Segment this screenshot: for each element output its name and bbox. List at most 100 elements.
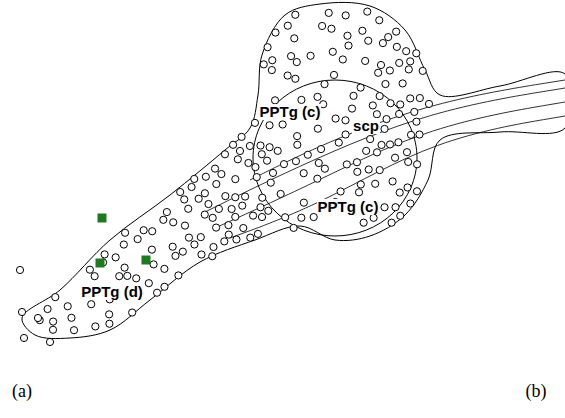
cell-circle (86, 266, 93, 273)
cell-circle (230, 141, 237, 148)
cell-circle (300, 170, 307, 177)
cell-circle (185, 205, 192, 212)
cell-circle (140, 227, 147, 234)
cell-circle (116, 273, 123, 280)
cell-circle (364, 8, 371, 15)
cell-circle (210, 243, 217, 250)
cell-circle (317, 145, 324, 152)
cell-circle (185, 234, 192, 241)
cell-circle (369, 102, 376, 109)
cell-circle (195, 195, 202, 202)
cell-circle (328, 25, 335, 32)
cell-circle (133, 275, 140, 282)
cell-circle (213, 224, 220, 231)
cell-circle (342, 12, 349, 19)
cell-circle (291, 35, 298, 42)
cell-circle (254, 230, 261, 237)
marker-square (142, 256, 151, 265)
cell-circle (329, 48, 336, 55)
cell-circle (304, 151, 311, 158)
cell-circle (46, 338, 53, 345)
cell-circle (179, 248, 186, 255)
cell-circle (315, 159, 322, 166)
cell-circle (161, 265, 168, 272)
cell-circle (277, 190, 284, 197)
cell-circle (396, 59, 403, 66)
cell-circle (197, 234, 204, 241)
cell-circle (375, 69, 382, 76)
cell-circle (314, 175, 321, 182)
cell-circle (314, 93, 321, 100)
cell-circle (181, 196, 188, 203)
cell-circle (376, 17, 383, 24)
cell-circle (325, 9, 332, 16)
cell-circle (268, 66, 275, 73)
cell-circle (209, 253, 216, 260)
cell-circle (287, 53, 294, 60)
cell-circle (389, 178, 396, 185)
cell-circle (198, 251, 205, 258)
cell-circle (292, 75, 299, 82)
cell-circle (298, 214, 305, 221)
cell-circle (150, 261, 157, 268)
cell-circle (425, 100, 432, 107)
cell-circle (357, 181, 364, 188)
region-label: PPTg (d) (80, 284, 144, 301)
cell-circle (246, 142, 253, 149)
cell-circle (300, 199, 307, 206)
cell-circle (342, 131, 349, 138)
cell-circle (391, 154, 398, 161)
cell-circle (234, 156, 241, 163)
cell-circle (407, 95, 414, 102)
cell-circle (211, 165, 218, 172)
cell-circle (269, 57, 276, 64)
cell-circle (292, 11, 299, 18)
cell-circle (20, 334, 27, 341)
cell-circle (50, 318, 57, 325)
cell-circle (70, 327, 77, 334)
cell-circle (399, 80, 406, 87)
fibre-line (205, 88, 565, 212)
cell-circle (106, 311, 113, 318)
cell-circle (348, 105, 355, 112)
cell-circle (236, 147, 243, 154)
cell-circle (209, 214, 216, 221)
marker-square (96, 259, 105, 268)
cell-circle (225, 231, 232, 238)
cell-circle (264, 44, 271, 51)
cell-circle (221, 238, 228, 245)
cell-circle (149, 228, 156, 235)
cell-circle (355, 189, 362, 196)
region-outline (253, 80, 417, 236)
cell-circle (252, 163, 259, 170)
cell-circle (363, 147, 370, 154)
cell-circle (251, 119, 258, 126)
cell-circle (257, 142, 264, 149)
cell-circle (282, 214, 289, 221)
cell-circle (413, 188, 420, 195)
cell-circle (344, 32, 351, 39)
cell-circle (266, 144, 273, 151)
cell-circle (129, 309, 136, 316)
cell-circle (386, 141, 393, 148)
cell-circle (403, 149, 410, 156)
cell-circle (161, 283, 168, 290)
cell-circle (134, 236, 141, 243)
cell-circle (416, 94, 423, 101)
cell-circle (16, 266, 23, 273)
panel-label: (b) (526, 382, 547, 402)
cell-circle (274, 147, 281, 154)
cell-circle (265, 207, 272, 214)
cell-circle (339, 56, 346, 63)
cell-circle (259, 194, 266, 201)
cell-circle (238, 133, 245, 140)
cell-circle (342, 117, 349, 124)
cell-circle (218, 170, 225, 177)
cell-circle (373, 149, 380, 156)
cell-circle (383, 115, 390, 122)
cell-circle (314, 125, 321, 132)
cell-circle (345, 42, 352, 49)
cell-circle (232, 176, 239, 183)
cell-markers (36, 8, 432, 334)
cell-circle (416, 131, 423, 138)
